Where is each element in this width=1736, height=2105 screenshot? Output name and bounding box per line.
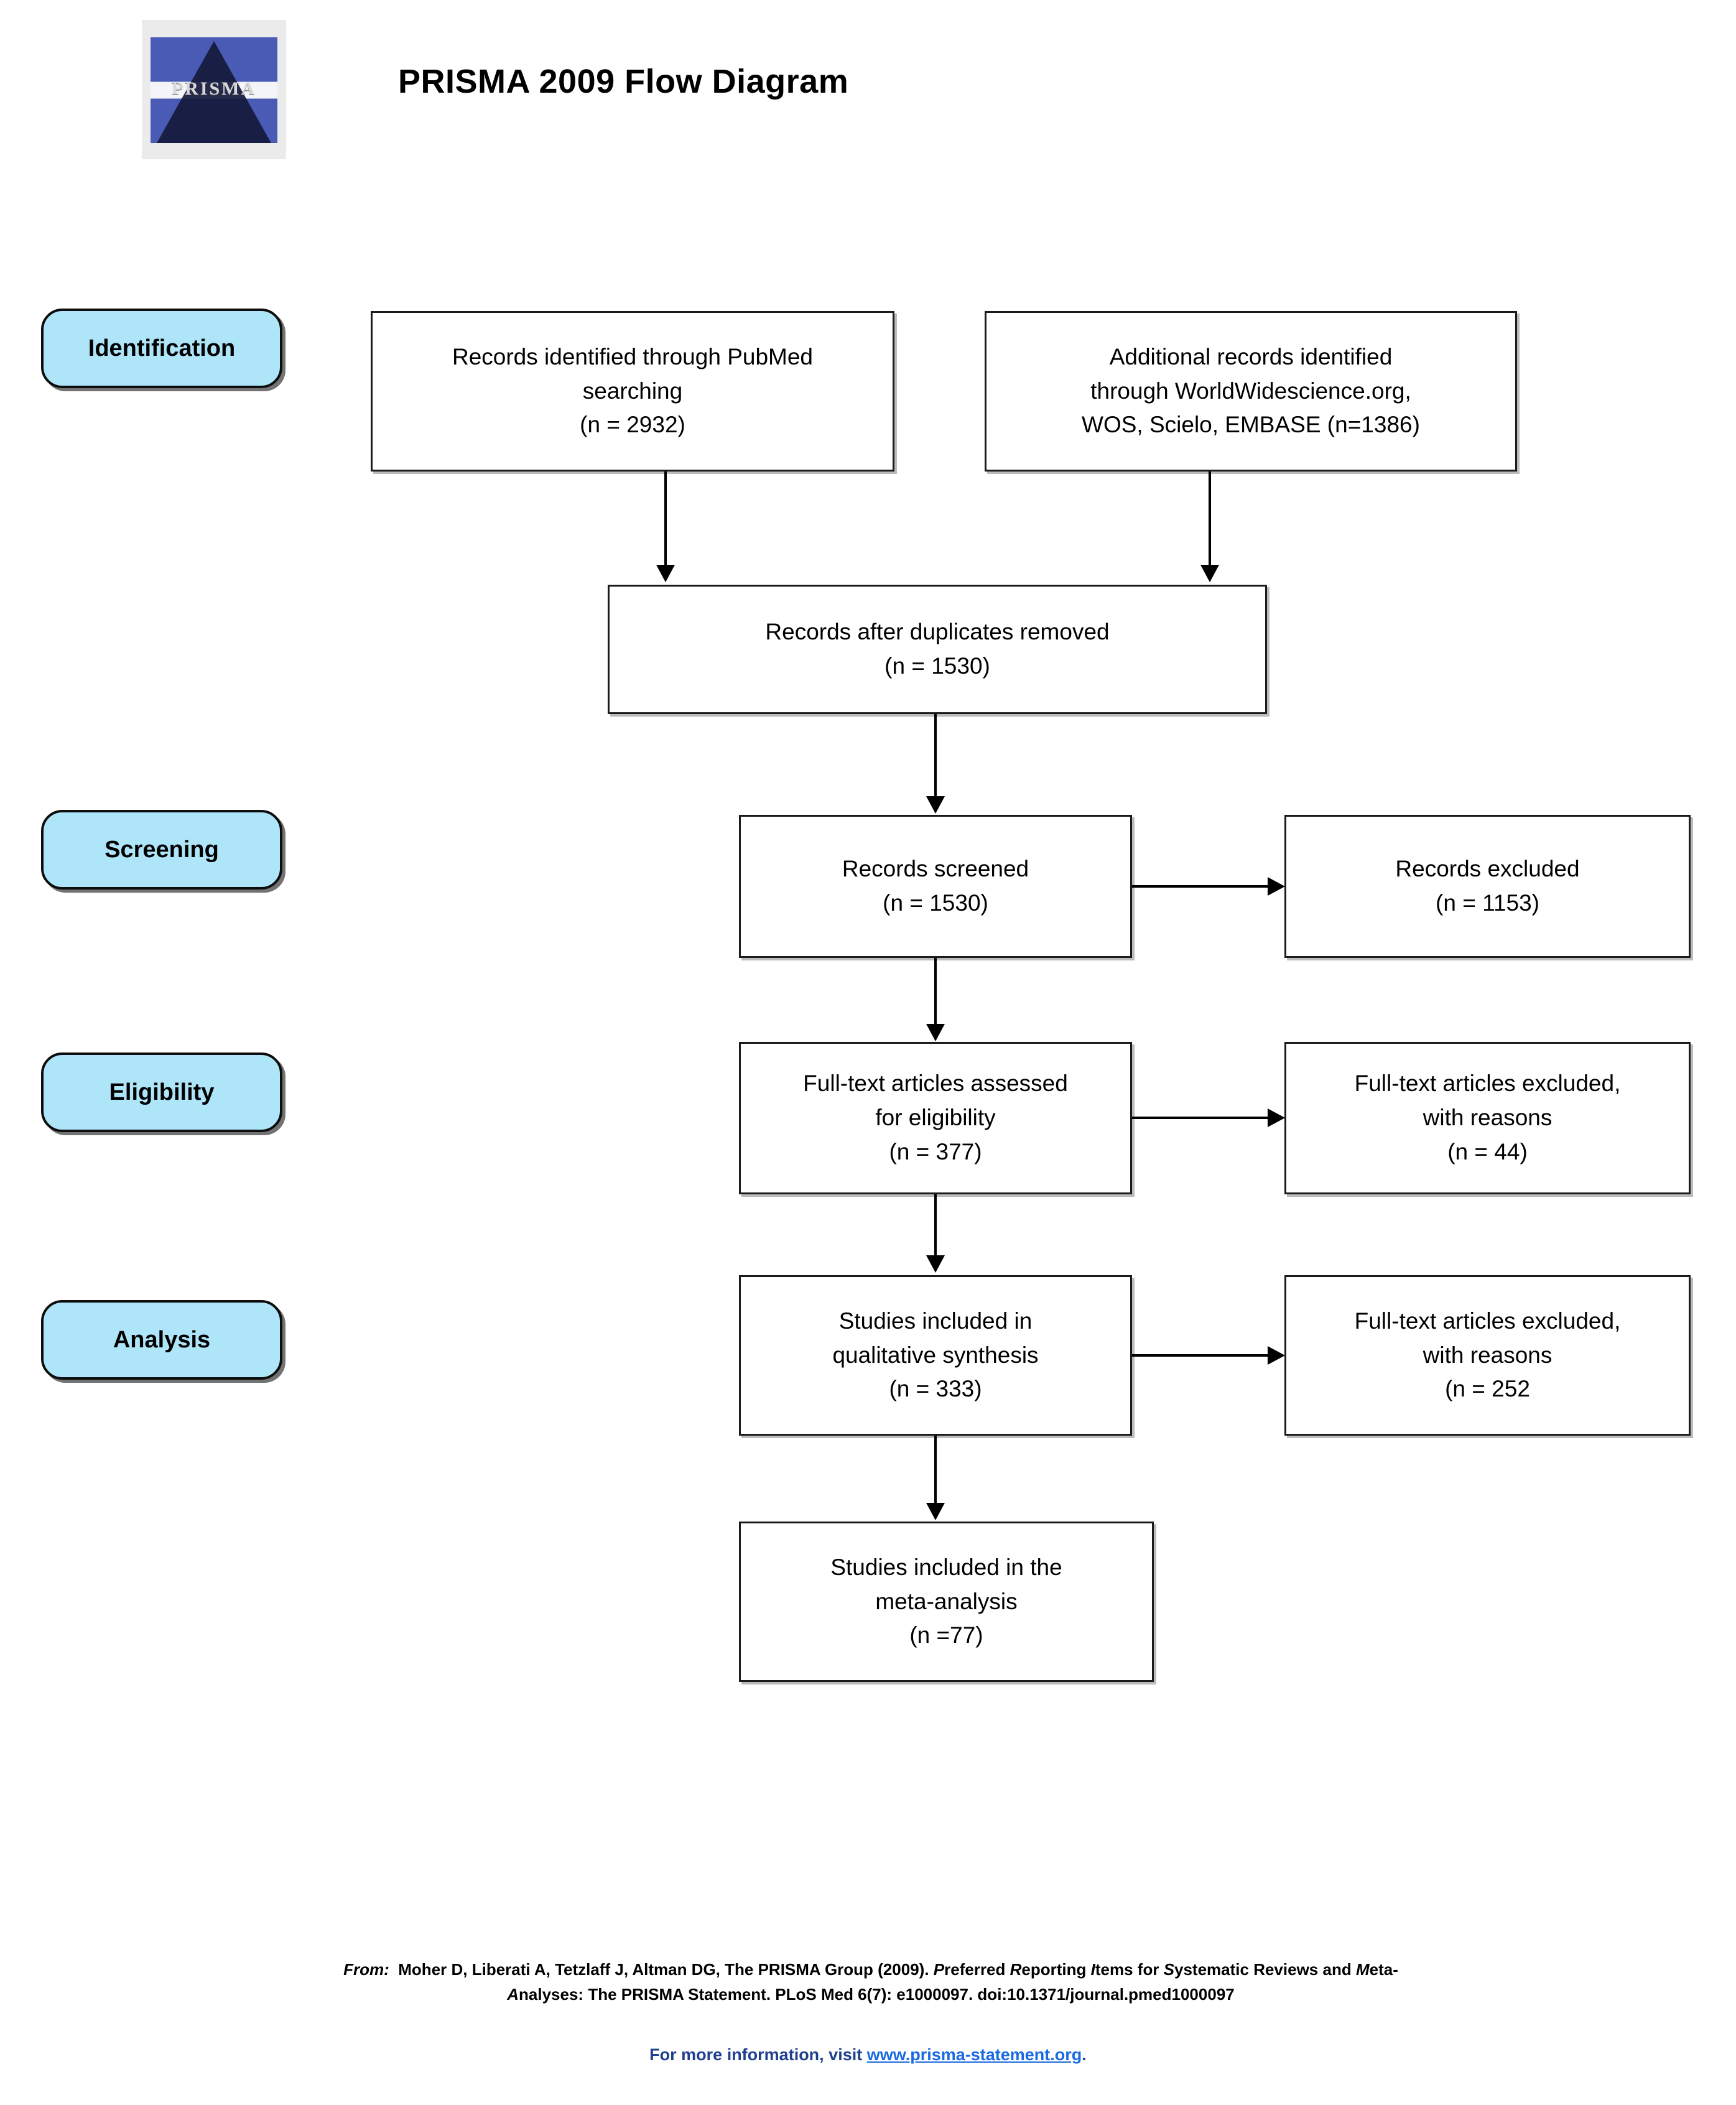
- arrowhead-screened-to-fulltext: [926, 1024, 945, 1041]
- prisma-logo-graphic: PRISMA: [151, 37, 277, 143]
- citation-text: tems for: [1095, 1960, 1164, 1979]
- page-title: PRISMA 2009 Flow Diagram: [398, 63, 849, 100]
- citation-text: nalyses: The PRISMA Statement. PLoS Med …: [519, 1985, 1235, 2004]
- citation-italic-p: P: [933, 1960, 945, 1979]
- more-info-prefix: For more information, visit: [649, 2045, 867, 2064]
- box-line: (n = 333): [889, 1376, 982, 1402]
- box-line: Records identified through PubMed: [452, 343, 814, 369]
- connector-qualitative-to-excluded252: [1132, 1354, 1269, 1357]
- box-line: WOS, Scielo, EMBASE (n=1386): [1082, 412, 1420, 438]
- arrowhead-duplicates-to-screened: [926, 796, 945, 814]
- citation-text: ystematic Reviews and: [1174, 1960, 1356, 1979]
- connector-additional-to-duplicates: [1209, 472, 1211, 566]
- citation-line-2: Analyses: The PRISMA Statement. PLoS Med…: [187, 1982, 1555, 2007]
- more-info-suffix: .: [1082, 2045, 1087, 2064]
- citation-italic-m: M: [1355, 1960, 1370, 1979]
- box-line: (n = 1530): [884, 653, 990, 679]
- stage-label-screening-text: Screening: [104, 836, 219, 863]
- citation-italic-s: S: [1163, 1960, 1175, 1979]
- box-line: (n = 44): [1447, 1138, 1528, 1164]
- box-line: Records excluded: [1395, 856, 1580, 882]
- box-line: Full-text articles excluded,: [1354, 1071, 1621, 1097]
- prism-triangle-icon: [157, 41, 271, 143]
- more-info-line: For more information, visit www.prisma-s…: [0, 2045, 1736, 2065]
- prisma-statement-link[interactable]: www.prisma-statement.org: [866, 2045, 1082, 2064]
- box-studies-qualitative-synthesis: Studies included in qualitative synthesi…: [739, 1275, 1132, 1436]
- stage-label-identification: Identification: [41, 309, 282, 388]
- connector-pubmed-to-duplicates: [664, 472, 667, 566]
- arrowhead-additional-to-duplicates: [1200, 565, 1219, 582]
- box-fulltext-excluded-reasons-44: Full-text articles excluded, with reason…: [1284, 1042, 1691, 1194]
- box-line: (n = 1530): [883, 890, 988, 916]
- connector-assessed-to-qualitative: [934, 1194, 937, 1257]
- box-line: (n = 1153): [1436, 890, 1539, 916]
- stage-label-screening: Screening: [41, 810, 282, 890]
- box-fulltext-excluded-reasons-252: Full-text articles excluded, with reason…: [1284, 1275, 1691, 1436]
- box-records-identified-pubmed: Records identified through PubMed search…: [371, 311, 894, 472]
- box-line: Full-text articles assessed: [803, 1071, 1068, 1097]
- box-line: Records screened: [842, 856, 1029, 882]
- box-line: for eligibility: [875, 1105, 996, 1131]
- box-line: through WorldWidescience.org,: [1090, 378, 1411, 404]
- box-additional-records: Additional records identified through Wo…: [985, 311, 1517, 472]
- citation-text: referred: [944, 1960, 1010, 1979]
- box-records-after-duplicates: Records after duplicates removed (n = 15…: [608, 585, 1267, 714]
- box-fulltext-assessed: Full-text articles assessed for eligibil…: [739, 1042, 1132, 1194]
- box-records-screened: Records screened (n = 1530): [739, 815, 1132, 958]
- citation-italic-i: I: [1090, 1960, 1095, 1979]
- stage-label-eligibility-text: Eligibility: [109, 1079, 215, 1105]
- arrowhead-pubmed-to-duplicates: [656, 565, 675, 582]
- box-line: (n =77): [909, 1622, 983, 1648]
- source-citation: From: Moher D, Liberati A, Tetzlaff J, A…: [187, 1957, 1555, 2007]
- box-line: Additional records identified: [1109, 343, 1393, 369]
- stage-label-identification-text: Identification: [88, 335, 236, 361]
- arrowhead-qualitative-to-meta: [926, 1503, 945, 1520]
- connector-assessed-to-excluded44: [1132, 1117, 1269, 1119]
- citation-text: eporting: [1021, 1960, 1091, 1979]
- box-line: Full-text articles excluded,: [1354, 1308, 1621, 1334]
- box-records-excluded: Records excluded (n = 1153): [1284, 815, 1691, 958]
- citation-authors: Moher D, Liberati A, Tetzlaff J, Altman …: [398, 1960, 934, 1979]
- connector-screened-to-excluded: [1132, 885, 1269, 888]
- stage-label-analysis-text: Analysis: [113, 1326, 211, 1353]
- stage-label-analysis: Analysis: [41, 1300, 282, 1380]
- prisma-logo: PRISMA: [142, 20, 286, 159]
- box-line: Studies included in: [838, 1308, 1033, 1334]
- box-line: Studies included in the: [830, 1554, 1062, 1580]
- citation-text: eta-: [1369, 1960, 1398, 1979]
- stage-label-eligibility: Eligibility: [41, 1052, 282, 1132]
- citation-italic-r: R: [1010, 1960, 1022, 1979]
- box-line: qualitative synthesis: [832, 1342, 1039, 1368]
- box-line: searching: [582, 378, 683, 404]
- arrowhead-assessed-to-excluded44: [1268, 1108, 1285, 1127]
- citation-from-label: From:: [343, 1960, 389, 1979]
- box-line: (n = 2932): [580, 412, 685, 438]
- citation-italic-a: A: [507, 1985, 519, 2004]
- box-line: with reasons: [1423, 1342, 1553, 1368]
- arrowhead-assessed-to-qualitative: [926, 1255, 945, 1273]
- arrowhead-qualitative-to-excluded252: [1268, 1346, 1285, 1365]
- connector-screened-to-fulltext: [934, 958, 937, 1025]
- arrowhead-screened-to-excluded: [1268, 877, 1285, 896]
- box-line: meta-analysis: [875, 1588, 1018, 1614]
- connector-qualitative-to-meta: [934, 1436, 937, 1504]
- connector-duplicates-to-screened: [934, 714, 937, 797]
- prisma-logo-wordmark: PRISMA: [171, 78, 257, 99]
- box-line: (n = 252: [1445, 1376, 1530, 1402]
- box-line: (n = 377): [889, 1138, 982, 1164]
- citation-line-1: From: Moher D, Liberati A, Tetzlaff J, A…: [187, 1957, 1555, 1982]
- box-studies-meta-analysis: Studies included in the meta-analysis (n…: [739, 1522, 1154, 1682]
- box-line: Records after duplicates removed: [765, 619, 1110, 645]
- box-line: with reasons: [1423, 1105, 1553, 1131]
